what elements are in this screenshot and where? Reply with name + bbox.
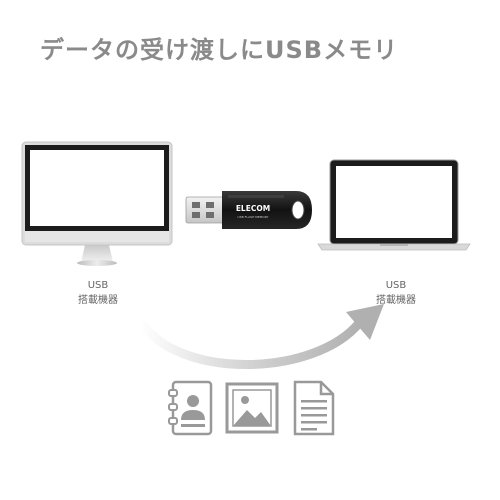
usb-brand-text: ELECOM xyxy=(236,204,270,213)
document-icon xyxy=(293,380,335,436)
left-device-line1: USB xyxy=(87,280,109,291)
usb-stick: ELECOM USB FLASH MEMORY xyxy=(185,191,312,229)
laptop xyxy=(317,159,471,251)
left-device-label: USB 搭載機器 xyxy=(58,278,138,308)
right-device-line2: 搭載機器 xyxy=(376,295,416,306)
right-device-line1: USB xyxy=(385,280,407,291)
page-title: データの受け渡しにUSBメモリ xyxy=(40,36,399,64)
contacts-icon xyxy=(168,380,213,436)
right-device-label: USB 搭載機器 xyxy=(356,278,436,308)
desktop-monitor xyxy=(21,141,173,266)
left-device-line2: 搭載機器 xyxy=(78,295,118,306)
transfer-arrow xyxy=(136,304,384,369)
usb-subtext: USB FLASH MEMORY xyxy=(238,215,269,219)
image-icon xyxy=(225,382,279,434)
